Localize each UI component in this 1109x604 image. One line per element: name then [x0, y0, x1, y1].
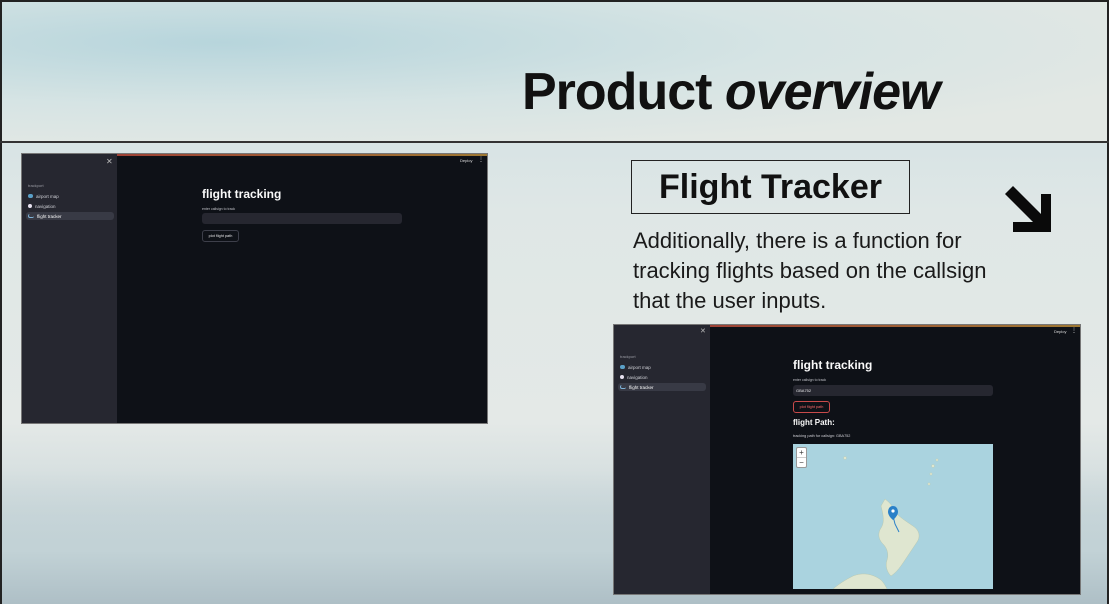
sidebar: ✕ trackport airport map navigation fligh…	[22, 154, 117, 423]
header-band	[0, 0, 1109, 142]
flight-path-map[interactable]: + −	[793, 444, 993, 589]
sidebar-item-flight-tracker[interactable]: flight tracker	[618, 383, 706, 391]
compass-icon	[28, 204, 32, 208]
frame-border	[0, 0, 2, 604]
page-title: flight tracking	[793, 358, 873, 372]
header-divider	[0, 141, 1109, 143]
map-tiles	[793, 444, 993, 589]
sidebar-item-label: navigation	[35, 203, 56, 209]
app-screenshot-tracking: ✕ trackport airport map navigation fligh…	[614, 325, 1080, 594]
frame-border	[0, 0, 1109, 2]
callsign-label: enter callsign to track	[793, 378, 827, 382]
slide-title: Product overview	[522, 62, 941, 122]
sidebar-item-flight-tracker[interactable]: flight tracker	[26, 212, 114, 220]
app-screenshot-empty: ✕ trackport airport map navigation fligh…	[22, 154, 487, 423]
sidebar: ✕ trackport airport map navigation fligh…	[614, 325, 710, 594]
zoom-out-button[interactable]: −	[799, 458, 804, 467]
flight-path-caption: tracking path for callsign: GBA752	[793, 434, 851, 438]
sidebar-item-airport-map[interactable]: airport map	[26, 192, 114, 200]
page-title: flight tracking	[202, 187, 282, 201]
sidebar-item-label: flight tracker	[629, 384, 654, 390]
sidebar-section-label: trackport	[28, 183, 44, 188]
flight-path-line	[892, 515, 900, 533]
zoom-in-button[interactable]: +	[797, 448, 806, 458]
chart-icon	[28, 214, 34, 218]
callsign-label: enter callsign to track	[202, 207, 236, 211]
sidebar-item-label: airport map	[36, 193, 59, 199]
flight-path-heading: flight Path:	[793, 418, 835, 427]
deploy-button[interactable]: Deploy	[460, 158, 473, 163]
sidebar-item-label: airport map	[628, 364, 651, 370]
chart-icon	[620, 385, 626, 389]
compass-icon	[620, 375, 624, 379]
sidebar-item-label: navigation	[627, 374, 648, 380]
sidebar-item-navigation[interactable]: navigation	[618, 373, 706, 381]
frame-border	[1107, 0, 1109, 604]
title-main: Product	[522, 63, 712, 121]
sidebar-item-navigation[interactable]: navigation	[26, 202, 114, 210]
deploy-button[interactable]: Deploy	[1054, 329, 1067, 334]
sidebar-item-airport-map[interactable]: airport map	[618, 363, 706, 371]
map-icon	[28, 194, 33, 198]
plot-flight-path-button[interactable]: plot flight path	[793, 401, 830, 413]
close-icon[interactable]: ✕	[106, 157, 113, 166]
menu-icon[interactable]: ⋮	[1071, 328, 1077, 334]
feature-description: Additionally, there is a function for tr…	[633, 228, 987, 313]
zoom-control: + −	[796, 447, 807, 468]
sidebar-section-label: trackport	[620, 354, 636, 359]
land-south-island	[832, 573, 888, 589]
land-north-island	[878, 498, 920, 577]
close-icon[interactable]: ✕	[700, 328, 706, 335]
flight-path-marker-icon	[888, 506, 898, 520]
title-italic: overview	[724, 63, 941, 121]
callsign-input[interactable]	[202, 213, 402, 224]
map-icon	[620, 365, 625, 369]
plot-flight-path-button[interactable]: plot flight path	[202, 230, 239, 242]
callsign-input[interactable]: GBA752	[793, 385, 993, 396]
feature-heading: Flight Tracker	[631, 160, 910, 214]
sidebar-item-label: flight tracker	[37, 213, 62, 219]
menu-icon[interactable]: ⋮	[478, 157, 484, 163]
arrow-down-right-icon	[1005, 186, 1051, 232]
